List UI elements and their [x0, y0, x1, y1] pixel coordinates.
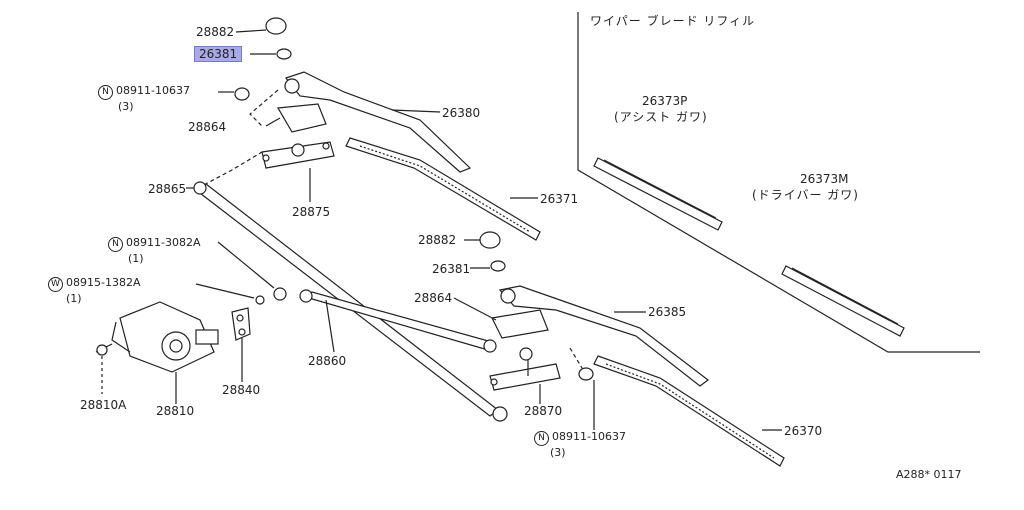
part-label-28860: 28860: [308, 354, 347, 368]
refill-strip-26373M: [781, 265, 905, 337]
nut-10637-top: [234, 87, 250, 101]
n-badge-icon: N: [534, 431, 549, 446]
nut-26381-mid: [490, 260, 506, 272]
bracket-28864-mid: [491, 309, 549, 339]
bracket-28864-top: [277, 103, 327, 133]
wiper-blade-26370: [593, 355, 785, 467]
pivot-28870: [489, 363, 561, 391]
hardware-code: 08911-10637: [116, 84, 190, 97]
link-rod-28865: [194, 183, 499, 417]
washer: [255, 295, 265, 305]
part-label-26385: 26385: [648, 305, 687, 319]
part-label-26380: 26380: [442, 106, 481, 120]
part-label-26381-mid: 26381: [432, 262, 471, 276]
wiper-arm-26380: [285, 71, 472, 173]
hardware-code: 08915-1382A: [66, 276, 141, 289]
part-label-28810A: 28810A: [80, 398, 127, 412]
w-badge-icon: W: [48, 277, 63, 292]
hardware-qty-3: (3): [550, 446, 566, 459]
part-label-28864-mid: 28864: [414, 291, 453, 305]
part-label-28875: 28875: [292, 205, 331, 219]
nut-10637-bot: [578, 367, 594, 381]
n-badge-icon: N: [108, 237, 123, 252]
n-badge-icon: N: [98, 85, 113, 100]
nut-3082A: [273, 287, 287, 301]
part-label-28810: 28810: [156, 404, 195, 418]
refill-desc-26373P: (アシスト ガワ): [614, 110, 708, 124]
refill-part-26373M: 26373M: [800, 172, 849, 186]
wiper-arm-26385: [498, 285, 709, 387]
hardware-qty-0: (3): [118, 100, 134, 113]
refill-header: ワイパー ブレード リフィル: [590, 14, 756, 28]
cap-28882-mid: [479, 231, 501, 249]
nut-26381-top: [276, 48, 292, 60]
hardware-code: 08911-3082A: [126, 236, 201, 249]
cap-28882-top: [265, 17, 287, 35]
part-label-26371: 26371: [540, 192, 579, 206]
hardware-qty-1: (1): [128, 252, 144, 265]
part-label-28864-top: 28864: [188, 120, 227, 134]
part-label-28865: 28865: [148, 182, 187, 196]
part-label-28882-mid: 28882: [418, 233, 457, 247]
part-label-28870: 28870: [524, 404, 563, 418]
hardware-qty-2: (1): [66, 292, 82, 305]
part-label-28882-top: 28882: [196, 25, 235, 39]
part-label-26370: 26370: [784, 424, 823, 438]
refill-box-border: [577, 12, 980, 353]
refill-desc-26373M: (ドライバー ガワ): [752, 188, 859, 202]
refill-part-26373P: 26373P: [642, 94, 688, 108]
pivot-top: [284, 78, 300, 94]
footer-code: A288* 0117: [896, 468, 962, 481]
part-label-26381-top[interactable]: 26381: [194, 46, 243, 62]
refill-strip-26373P: [593, 157, 723, 231]
part-label-28840: 28840: [222, 383, 261, 397]
hardware-code: 08911-10637: [552, 430, 626, 443]
